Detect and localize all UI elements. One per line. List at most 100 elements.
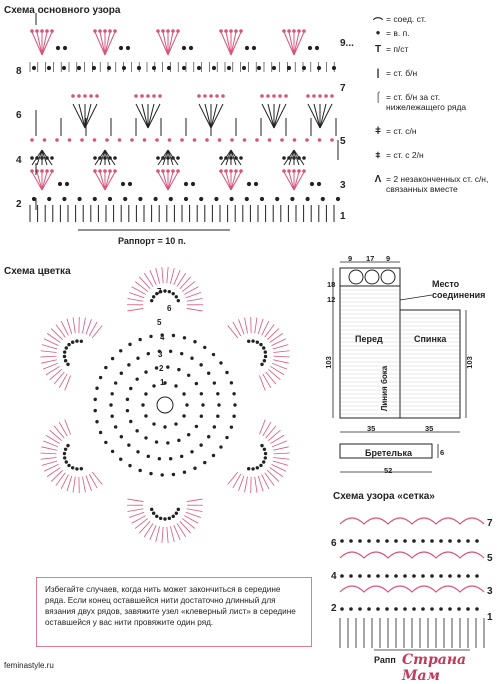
petal-stitch-mark <box>267 329 278 340</box>
petal-stitch-mark <box>245 318 248 334</box>
fan-stitch-mark <box>105 32 110 55</box>
chain-stitch-mark <box>152 295 155 298</box>
join-label: Место соединения <box>432 279 492 301</box>
mesh-arc-row <box>340 518 484 524</box>
chain-stitch-mark <box>156 29 160 33</box>
chain-stitch-mark <box>134 94 138 98</box>
chain-stitch-mark <box>282 29 286 33</box>
chain-stitch-mark <box>63 350 66 353</box>
chain-stitch-mark <box>127 363 130 366</box>
mesh-arc-row <box>340 586 484 592</box>
chain-stitch-mark <box>172 292 175 295</box>
chain-stitch-mark <box>266 94 270 98</box>
chain-stitch-mark <box>207 372 210 375</box>
petal-stitch-mark <box>41 447 57 450</box>
chain-stitch-mark <box>330 138 334 142</box>
chain-stitch-mark <box>95 94 99 98</box>
chain-stitch-mark <box>221 94 225 98</box>
chain-stitch-mark <box>193 138 197 142</box>
round-label-5: 5 <box>157 318 161 327</box>
chain-stitch-mark <box>161 169 165 173</box>
chain-stitch-mark <box>161 156 165 160</box>
chain-stitch-mark <box>403 574 407 578</box>
chain-stitch-mark <box>278 94 282 98</box>
chain-stitch-mark <box>184 182 188 186</box>
chain-stitch-mark <box>385 539 389 543</box>
petal-stitch-mark <box>259 420 265 435</box>
chain-stitch-mark <box>62 66 66 70</box>
petal-stitch-mark <box>273 345 288 349</box>
dim-top-left: 9 <box>348 254 352 263</box>
petal-stitch-mark <box>258 319 263 334</box>
chain-stitch-mark <box>358 574 362 578</box>
fan-stitch-mark <box>32 32 42 55</box>
chain-stitch-mark <box>161 29 165 33</box>
chain-stitch-mark <box>448 574 452 578</box>
chain-stitch-mark <box>163 425 166 428</box>
chain-stitch-mark <box>457 574 461 578</box>
chain-stitch-mark <box>147 352 150 355</box>
chain-stitch-mark <box>207 435 210 438</box>
chain-stitch-mark <box>118 138 122 142</box>
chain-stitch-mark <box>403 607 407 611</box>
chain-stitch-mark <box>150 508 153 511</box>
chain-stitch-mark <box>219 361 222 364</box>
fan-stitch-mark <box>142 104 148 128</box>
chain-stitch-mark <box>47 66 51 70</box>
chain-stitch-mark <box>466 539 470 543</box>
chain-stitch-mark <box>108 197 112 201</box>
mesh-title: Схема узора «сетка» <box>333 491 435 502</box>
chain-stitch-mark <box>43 138 47 142</box>
chain-stitch-mark <box>176 169 180 173</box>
chain-stitch-mark <box>78 197 82 201</box>
chain-stitch-mark <box>349 574 353 578</box>
chain-stitch-mark <box>167 66 171 70</box>
chain-stitch-mark <box>230 138 234 142</box>
chain-stitch-mark <box>30 29 34 33</box>
petal-stitch-mark <box>180 277 191 289</box>
motif-circle <box>381 270 395 284</box>
row-label-9: 9... <box>340 38 354 49</box>
petal-stitch-mark <box>258 476 263 491</box>
chain-stitch-mark <box>308 46 312 50</box>
chain-stitch-mark <box>92 66 96 70</box>
chain-stitch-mark <box>155 440 158 443</box>
chain-stitch-mark <box>200 392 203 395</box>
chain-stitch-mark <box>163 517 166 520</box>
row-label-4: 4 <box>16 155 22 166</box>
chain-stitch-mark <box>385 607 389 611</box>
chain-stitch-mark <box>146 94 150 98</box>
chain-stitch-mark <box>109 403 112 406</box>
fan-stitch-mark <box>221 32 231 55</box>
chain-stitch-mark <box>358 539 362 543</box>
chain-stitch-mark <box>111 357 114 360</box>
dim-left-103: 103 <box>324 356 333 369</box>
treble-crochet-icon: ⧧ <box>370 150 386 161</box>
chain-stitch-mark <box>239 156 243 160</box>
chain-stitch-mark <box>225 371 228 374</box>
petal-stitch-mark <box>128 298 144 301</box>
chain-stitch-mark <box>213 425 216 428</box>
chain-stitch-mark <box>439 574 443 578</box>
chain-stitch-mark <box>183 471 186 474</box>
chain-stitch-mark <box>149 335 152 338</box>
chain-stitch-mark <box>264 350 267 353</box>
legend-row: ⧧ = ст. с 2/н <box>370 150 496 174</box>
chain-stitch-mark <box>234 29 238 33</box>
chain-stitch-mark <box>158 94 162 98</box>
chain-stitch-mark <box>212 454 215 457</box>
petal-stitch-mark <box>268 369 280 379</box>
chain-stitch-mark <box>64 448 67 451</box>
chain-stitch-mark <box>212 66 216 70</box>
legend-text: = ст. б/н за ст. нижележащего ряда <box>386 92 494 112</box>
chain-stitch-mark <box>201 403 204 406</box>
chain-stitch-mark <box>80 138 84 142</box>
fan-stitch-mark <box>284 32 294 55</box>
chain-stitch-mark <box>155 515 158 518</box>
chain-stitch-mark <box>230 425 233 428</box>
chain-stitch-mark <box>358 607 362 611</box>
chain-stitch-mark <box>287 29 291 33</box>
chain-stitch-mark <box>144 436 147 439</box>
chain-stitch-mark <box>245 46 249 50</box>
chain-stitch-mark <box>177 508 180 511</box>
